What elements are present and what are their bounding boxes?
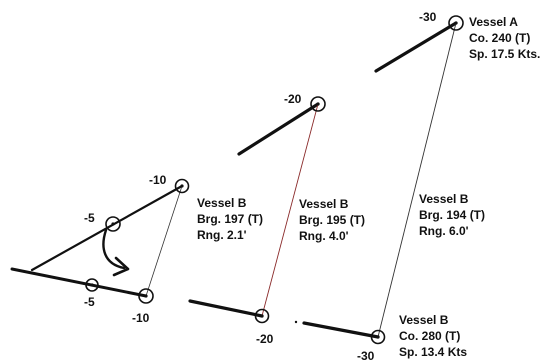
bearing-line-10 [145, 185, 183, 297]
time-label-a-10: -10 [149, 173, 167, 187]
time-label-b-30: -30 [357, 349, 375, 360]
vessel-b-position-10 [138, 288, 154, 304]
vessel-b-track-10 [10, 267, 148, 298]
vessel-b-track-20 [188, 299, 264, 318]
vessel-b-speed: Sp. 13.4 Kts [399, 345, 467, 359]
time-label-a-30: -30 [419, 10, 437, 24]
vessel-a-info: Vessel A Co. 240 (T) Sp. 17.5 Kts. [469, 15, 540, 61]
time-label-b-5: -5 [84, 295, 95, 309]
vessel-b-name: Vessel B [399, 313, 449, 327]
position-dots [90, 21, 458, 339]
time-label-a-20: -20 [284, 92, 302, 106]
vessel-a-name: Vessel A [469, 15, 518, 29]
bearing-line-20 [261, 103, 319, 317]
arrow-head-icon [112, 256, 130, 277]
time-label-a-5: -5 [84, 211, 95, 225]
bearing-line-30 [377, 22, 457, 338]
bearing-info-30: Vessel B Brg. 194 (T) Rng. 6.0' [419, 192, 485, 238]
vessel-b-position-30 [370, 329, 386, 345]
bearing-30-range: Rng. 6.0' [419, 224, 469, 238]
vessel-a-track-30 [374, 21, 458, 73]
bearing-20-bearing: Brg. 195 (T) [299, 213, 365, 227]
stray-mark [294, 320, 298, 324]
bearing-20-range: Rng. 4.0' [299, 229, 349, 243]
vessel-a-track-20 [237, 102, 320, 156]
bearing-10-vessel: Vessel B [197, 196, 247, 210]
vessel-a-position-10 [174, 178, 190, 194]
vessel-b-course: Co. 280 (T) [399, 329, 460, 343]
bearing-info-20: Vessel B Brg. 195 (T) Rng. 4.0' [299, 197, 365, 243]
bearing-30-bearing: Brg. 194 (T) [419, 208, 485, 222]
time-label-b-10: -10 [132, 311, 150, 325]
bearing-info-10: Vessel B Brg. 197 (T) Rng. 2.1' [197, 196, 263, 242]
vessel-b-info: Vessel B Co. 280 (T) Sp. 13.4 Kts [399, 313, 467, 359]
vessel-b-position-20 [254, 308, 270, 324]
bearing-10-range: Rng. 2.1' [197, 228, 247, 242]
position-markers [85, 15, 464, 345]
vessel-a-position-20 [310, 96, 326, 112]
vessel-a-position-5 [105, 216, 121, 232]
curved-arrow [102, 228, 126, 270]
bearing-30-vessel: Vessel B [419, 192, 469, 206]
vessel-b-position-5 [85, 278, 99, 292]
vessel-a-speed: Sp. 17.5 Kts. [469, 47, 540, 61]
vessel-a-position-30 [448, 15, 464, 31]
vessel-a-course: Co. 240 (T) [469, 31, 530, 45]
vessel-b-track-30 [302, 321, 380, 339]
bearing-10-bearing: Brg. 197 (T) [197, 212, 263, 226]
bearing-20-vessel: Vessel B [299, 197, 349, 211]
time-label-b-20: -20 [256, 332, 274, 346]
